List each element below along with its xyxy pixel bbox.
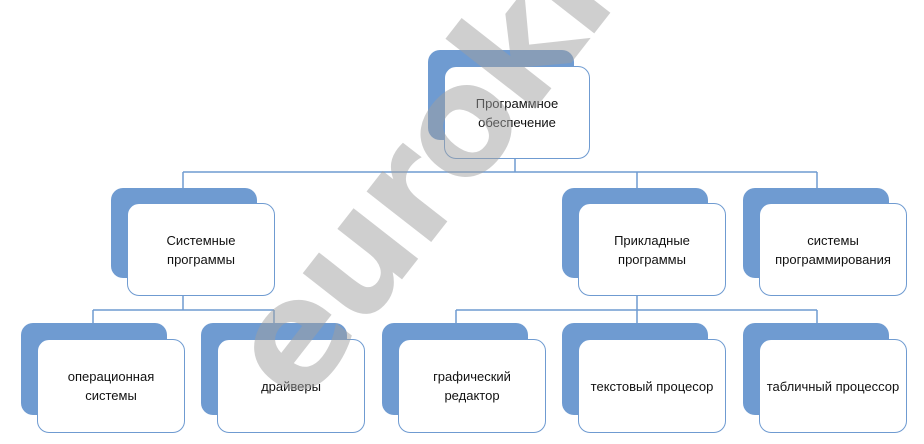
node-root-label: Программное обеспечение [475, 95, 559, 130]
node-table-processor: табличный процессор [743, 323, 909, 435]
node-table-processor-label: табличный процессор [766, 378, 900, 394]
node-drivers-label: драйверы [261, 378, 321, 394]
node-system-programs: Системные программы [111, 188, 277, 298]
node-programming-systems-label: системы программирования [775, 232, 891, 267]
node-text-processor: текстовый процесор [562, 323, 728, 435]
node-operating-systems-label: операционная системы [67, 369, 155, 403]
node-system-programs-label: Системные программы [166, 232, 236, 267]
node-applied-programs: Прикладные программы [562, 188, 728, 298]
node-programming-systems: системы программирования [743, 188, 909, 298]
node-graphic-editor-label: графический редактор [433, 369, 511, 403]
node-graphic-editor: графический редактор [382, 323, 548, 435]
node-root: Программное обеспечение [428, 50, 591, 160]
node-drivers: драйверы [201, 323, 367, 435]
node-applied-programs-label: Прикладные программы [614, 232, 690, 267]
node-text-processor-label: текстовый процесор [590, 378, 714, 394]
node-operating-systems: операционная системы [21, 323, 187, 435]
